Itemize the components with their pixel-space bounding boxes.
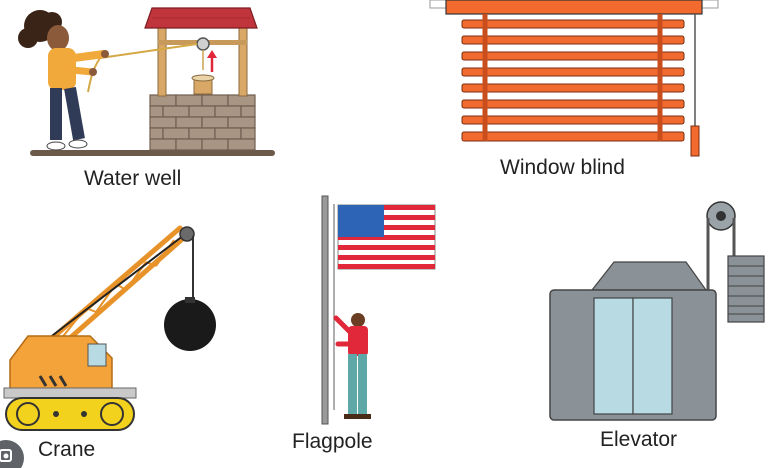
crane-tracks <box>5 397 135 431</box>
caption-elevator: Elevator <box>600 428 678 451</box>
well-pulley-wheel <box>196 37 210 51</box>
flagpole-illustration <box>321 195 436 425</box>
elevator-roof <box>590 261 708 291</box>
elevator-illustration <box>549 201 765 421</box>
flagpole-pole <box>321 195 329 425</box>
elevator-counterweight <box>727 255 765 323</box>
caption-window-blind: Window blind <box>500 156 625 179</box>
elevator-door-right <box>632 297 673 415</box>
caption-flagpole: Flagpole <box>292 430 373 453</box>
lens-icon[interactable] <box>0 440 24 468</box>
up-arrow-icon <box>207 50 217 72</box>
well-post-right <box>238 27 248 97</box>
blind-headrail <box>445 0 703 15</box>
girl-pulling-rope <box>18 10 109 151</box>
wrecking-ball <box>164 299 216 351</box>
water-well-illustration <box>18 7 275 156</box>
blind-cord-pull <box>690 125 700 157</box>
elevator-door-left <box>593 297 634 415</box>
well-post-left <box>157 27 167 97</box>
well-ground <box>30 150 275 156</box>
caption-water-well: Water well <box>84 167 182 190</box>
window-blind-illustration <box>429 0 719 157</box>
person-raising-flag <box>333 313 371 419</box>
crane-pulley-wheel <box>179 226 195 242</box>
us-flag <box>337 204 436 270</box>
blind-slats <box>461 19 685 142</box>
caption-crane: Crane <box>38 438 96 461</box>
well-brick-base <box>149 94 256 151</box>
crane-illustration <box>3 225 216 431</box>
